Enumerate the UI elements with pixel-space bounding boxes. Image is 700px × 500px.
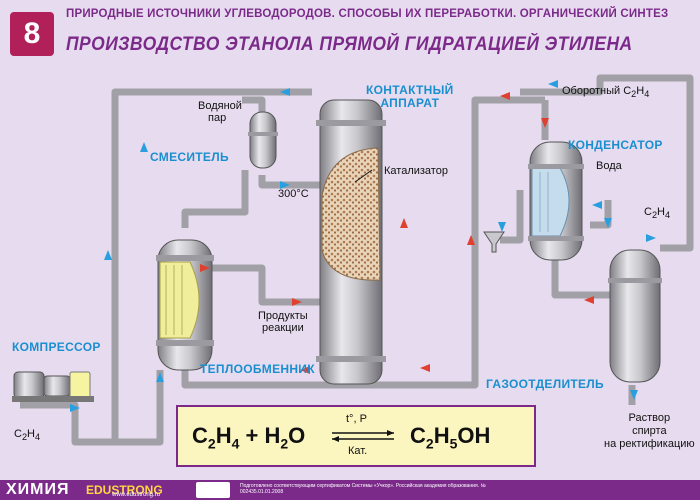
eq-water-o: O: [288, 423, 306, 448]
heat-exchanger: [156, 239, 214, 371]
section-number: 8: [10, 12, 54, 56]
label-ethylene-in: C2H4: [14, 428, 40, 443]
eq-left-c-sub: 2: [207, 435, 216, 452]
label-solution-line1: Раствор: [628, 412, 671, 424]
pipe-exchanger-mixer: [181, 170, 249, 228]
label-contact-apparatus: КОНТАКТНЫЙ АППАРАТ: [366, 84, 454, 110]
eq-right-c-sub: 2: [425, 435, 434, 452]
label-ethylene-out-c: C: [644, 206, 652, 218]
mixer: [248, 111, 278, 169]
label-contact-apparatus-line1: КОНТАКТНЫЙ: [366, 83, 454, 97]
eq-left-h: H: [215, 423, 232, 448]
label-ethylene-out-h: H: [657, 206, 665, 218]
label-recycle-sub: 2: [631, 89, 637, 100]
header: 8 ПРИРОДНЫЕ ИСТОЧНИКИ УГЛЕВОДОРОДОВ. СПО…: [0, 0, 700, 64]
label-contact-apparatus-line2: АППАРАТ: [380, 96, 440, 110]
eq-right-h: H: [433, 423, 450, 448]
label-water-steam-line2: пар: [208, 112, 227, 124]
label-condenser: КОНДЕНСАТОР: [568, 138, 663, 152]
eq-water-sub: 2: [280, 435, 289, 452]
equation-product: C2H5OH: [410, 423, 490, 451]
label-water: Вода: [596, 160, 622, 172]
equation-conditions-top: t°, P: [346, 413, 367, 425]
publisher-logo-icon: [196, 482, 230, 498]
condenser: [528, 141, 584, 261]
label-heat-exchanger: ТЕПЛООБМЕННИК: [200, 362, 315, 376]
equation-conditions-bottom: Кат.: [348, 445, 368, 457]
label-ethylene-in-sub: 2: [21, 432, 28, 443]
flow-arrows-blue: [70, 80, 656, 412]
label-gas-separator: ГАЗООТДЕЛИТЕЛЬ: [486, 377, 604, 391]
label-solution-line3: на ректификацию: [604, 438, 695, 450]
label-mixer: СМЕСИТЕЛЬ: [150, 150, 229, 164]
label-ethylene-in-h: H: [27, 428, 35, 440]
label-products-line1: Продукты: [258, 310, 308, 322]
eq-plus-h: + H: [239, 423, 281, 448]
equation-reactants: C2H4 + H2O: [192, 423, 305, 451]
footer-brand: EDUSTRONG: [86, 483, 163, 497]
label-recycle-sub2: 4: [644, 89, 650, 100]
label-products-line2: реакции: [261, 322, 304, 334]
label-recycle-ethylene: Оборотный C2H4: [562, 85, 649, 100]
label-catalyst: Катализатор: [384, 165, 448, 177]
arrow-blue-icon: [280, 88, 290, 96]
footer-subject: ХИМИЯ: [6, 481, 70, 498]
page-title: ПРОИЗВОДСТВО ЭТАНОЛА ПРЯМОЙ ГИДРАТАЦИЕЙ …: [66, 34, 633, 55]
page-subtitle: ПРИРОДНЫЕ ИСТОЧНИКИ УГЛЕВОДОРОДОВ. СПОСО…: [66, 8, 669, 20]
eq-left-c: C: [192, 423, 208, 448]
flow-arrows-red: [200, 92, 594, 374]
label-compressor: КОМПРЕССОР: [12, 340, 101, 354]
label-alcohol-solution: Раствор спирта на ректификацию: [604, 412, 695, 451]
label-solution-line2: спирта: [632, 425, 667, 437]
process-diagram: [12, 74, 694, 446]
contact-apparatus: [316, 99, 386, 385]
equation-box: C2H4 + H2O t°, P Кат. C2H5OH: [176, 405, 536, 467]
pipe-top-left: [111, 88, 312, 440]
pipe-recycle: [520, 74, 694, 252]
label-reaction-products: Продукты реакции: [258, 310, 308, 334]
label-ethylene-out-sub: 2: [651, 210, 658, 221]
label-ethylene-in-sub2: 4: [35, 432, 41, 443]
pipe-products: [210, 264, 322, 306]
pipe-exchanger-out: [181, 96, 545, 389]
compressor: [12, 371, 94, 402]
funnel-icon: [483, 231, 505, 253]
label-water-steam-line1: Водяной: [198, 100, 242, 112]
gas-separator: [608, 249, 662, 383]
label-recycle-h: H: [636, 85, 645, 97]
pipe-compressor: [20, 370, 164, 446]
footer-certification: Подготовлено соответствующим сертификато…: [240, 483, 486, 495]
eq-left-h-sub: 4: [231, 435, 240, 452]
label-recycle-text: Оборотный C: [562, 85, 632, 97]
label-water-steam: Водяной пар: [198, 100, 242, 124]
label-ethylene-out-sub2: 4: [665, 210, 671, 221]
pipe-mixer-contact: [258, 175, 322, 189]
pipe-steam: [242, 96, 266, 112]
label-ethylene-in-c: C: [14, 428, 22, 440]
footer: ХИМИЯ EDUSTRONG www.edustrong.ru Подгото…: [0, 480, 700, 500]
label-temperature: 300°С: [278, 188, 309, 200]
label-ethylene-out: C2H4: [644, 206, 670, 221]
footer-url: www.edustrong.ru: [112, 492, 161, 498]
pipe-water-out: [500, 190, 524, 244]
pipe-condenser-sep: [551, 260, 610, 299]
eq-right-c: C: [410, 423, 426, 448]
eq-right-oh: OH: [457, 423, 491, 448]
equilibrium-arrow-icon: [332, 430, 394, 442]
eq-right-h-sub: 5: [449, 435, 458, 452]
